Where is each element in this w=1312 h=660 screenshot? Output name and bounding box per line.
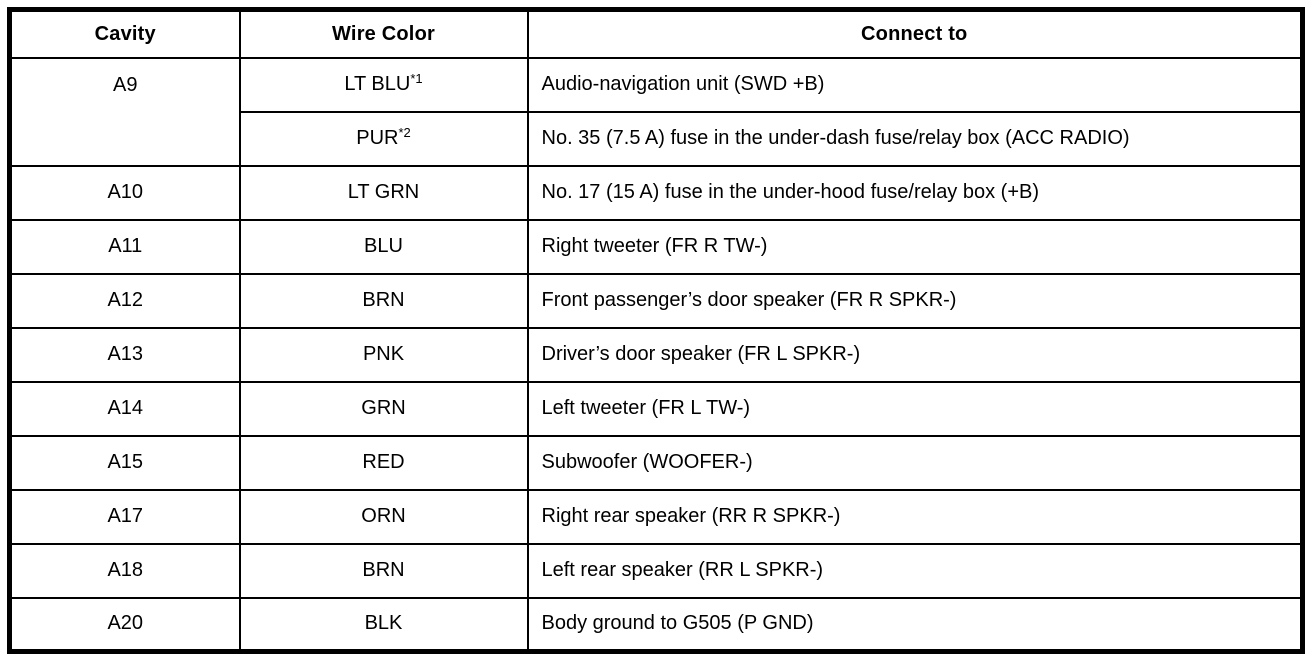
wire-color-cell: BRN — [238, 272, 529, 329]
wire-color-cell: GRN — [238, 380, 529, 437]
wire-color-cell: LT BLU*1 — [238, 56, 529, 113]
cavity-cell: A18 — [8, 542, 241, 599]
cavity-cell: A14 — [8, 380, 241, 437]
wire-color-cell: PNK — [238, 326, 529, 383]
connect-to-cell: Body ground to G505 (P GND) — [526, 596, 1304, 653]
connect-to-cell: Driver’s door speaker (FR L SPKR-) — [526, 326, 1304, 383]
wire-color-cell: ORN — [238, 488, 529, 545]
table-header: Cavity Wire Color Connect to — [8, 8, 1304, 59]
cavity-cell: A11 — [8, 218, 241, 275]
connect-to-cell: Audio-navigation unit (SWD +B) — [526, 56, 1304, 113]
wire-color-cell: LT GRN — [238, 164, 529, 221]
connect-to-cell: Right tweeter (FR R TW-) — [526, 218, 1304, 275]
wire-color-footnote-marker: *2 — [398, 125, 411, 140]
header-cavity: Cavity — [8, 8, 241, 59]
cavity-cell: A20 — [8, 596, 241, 653]
connect-to-cell: No. 35 (7.5 A) fuse in the under-dash fu… — [526, 110, 1304, 167]
header-connect-to: Connect to — [526, 8, 1304, 59]
cavity-cell: A9 — [8, 56, 241, 167]
cavity-cell: A13 — [8, 326, 241, 383]
wire-color-cell: RED — [238, 434, 529, 491]
connect-to-cell: Right rear speaker (RR R SPKR-) — [526, 488, 1304, 545]
cavity-cell: A15 — [8, 434, 241, 491]
connect-to-cell: Left tweeter (FR L TW-) — [526, 380, 1304, 437]
connect-to-cell: Left rear speaker (RR L SPKR-) — [526, 542, 1304, 599]
wire-color-footnote-marker: *1 — [410, 71, 423, 86]
connect-to-cell: Front passenger’s door speaker (FR R SPK… — [526, 272, 1304, 329]
connect-to-cell: No. 17 (15 A) fuse in the under-hood fus… — [526, 164, 1304, 221]
wire-color-cell: BRN — [238, 542, 529, 599]
wire-color-cell: BLU — [238, 218, 529, 275]
wire-color-cell: PUR*2 — [238, 110, 529, 167]
header-row: Cavity Wire Color Connect to — [8, 8, 1304, 59]
cavity-cell: A10 — [8, 164, 241, 221]
cavity-cell: A12 — [8, 272, 241, 329]
cavity-cell: A17 — [8, 488, 241, 545]
connect-to-cell: Subwoofer (WOOFER-) — [526, 434, 1304, 491]
wire-color-cell: BLK — [238, 596, 529, 653]
header-wire-color: Wire Color — [238, 8, 529, 59]
